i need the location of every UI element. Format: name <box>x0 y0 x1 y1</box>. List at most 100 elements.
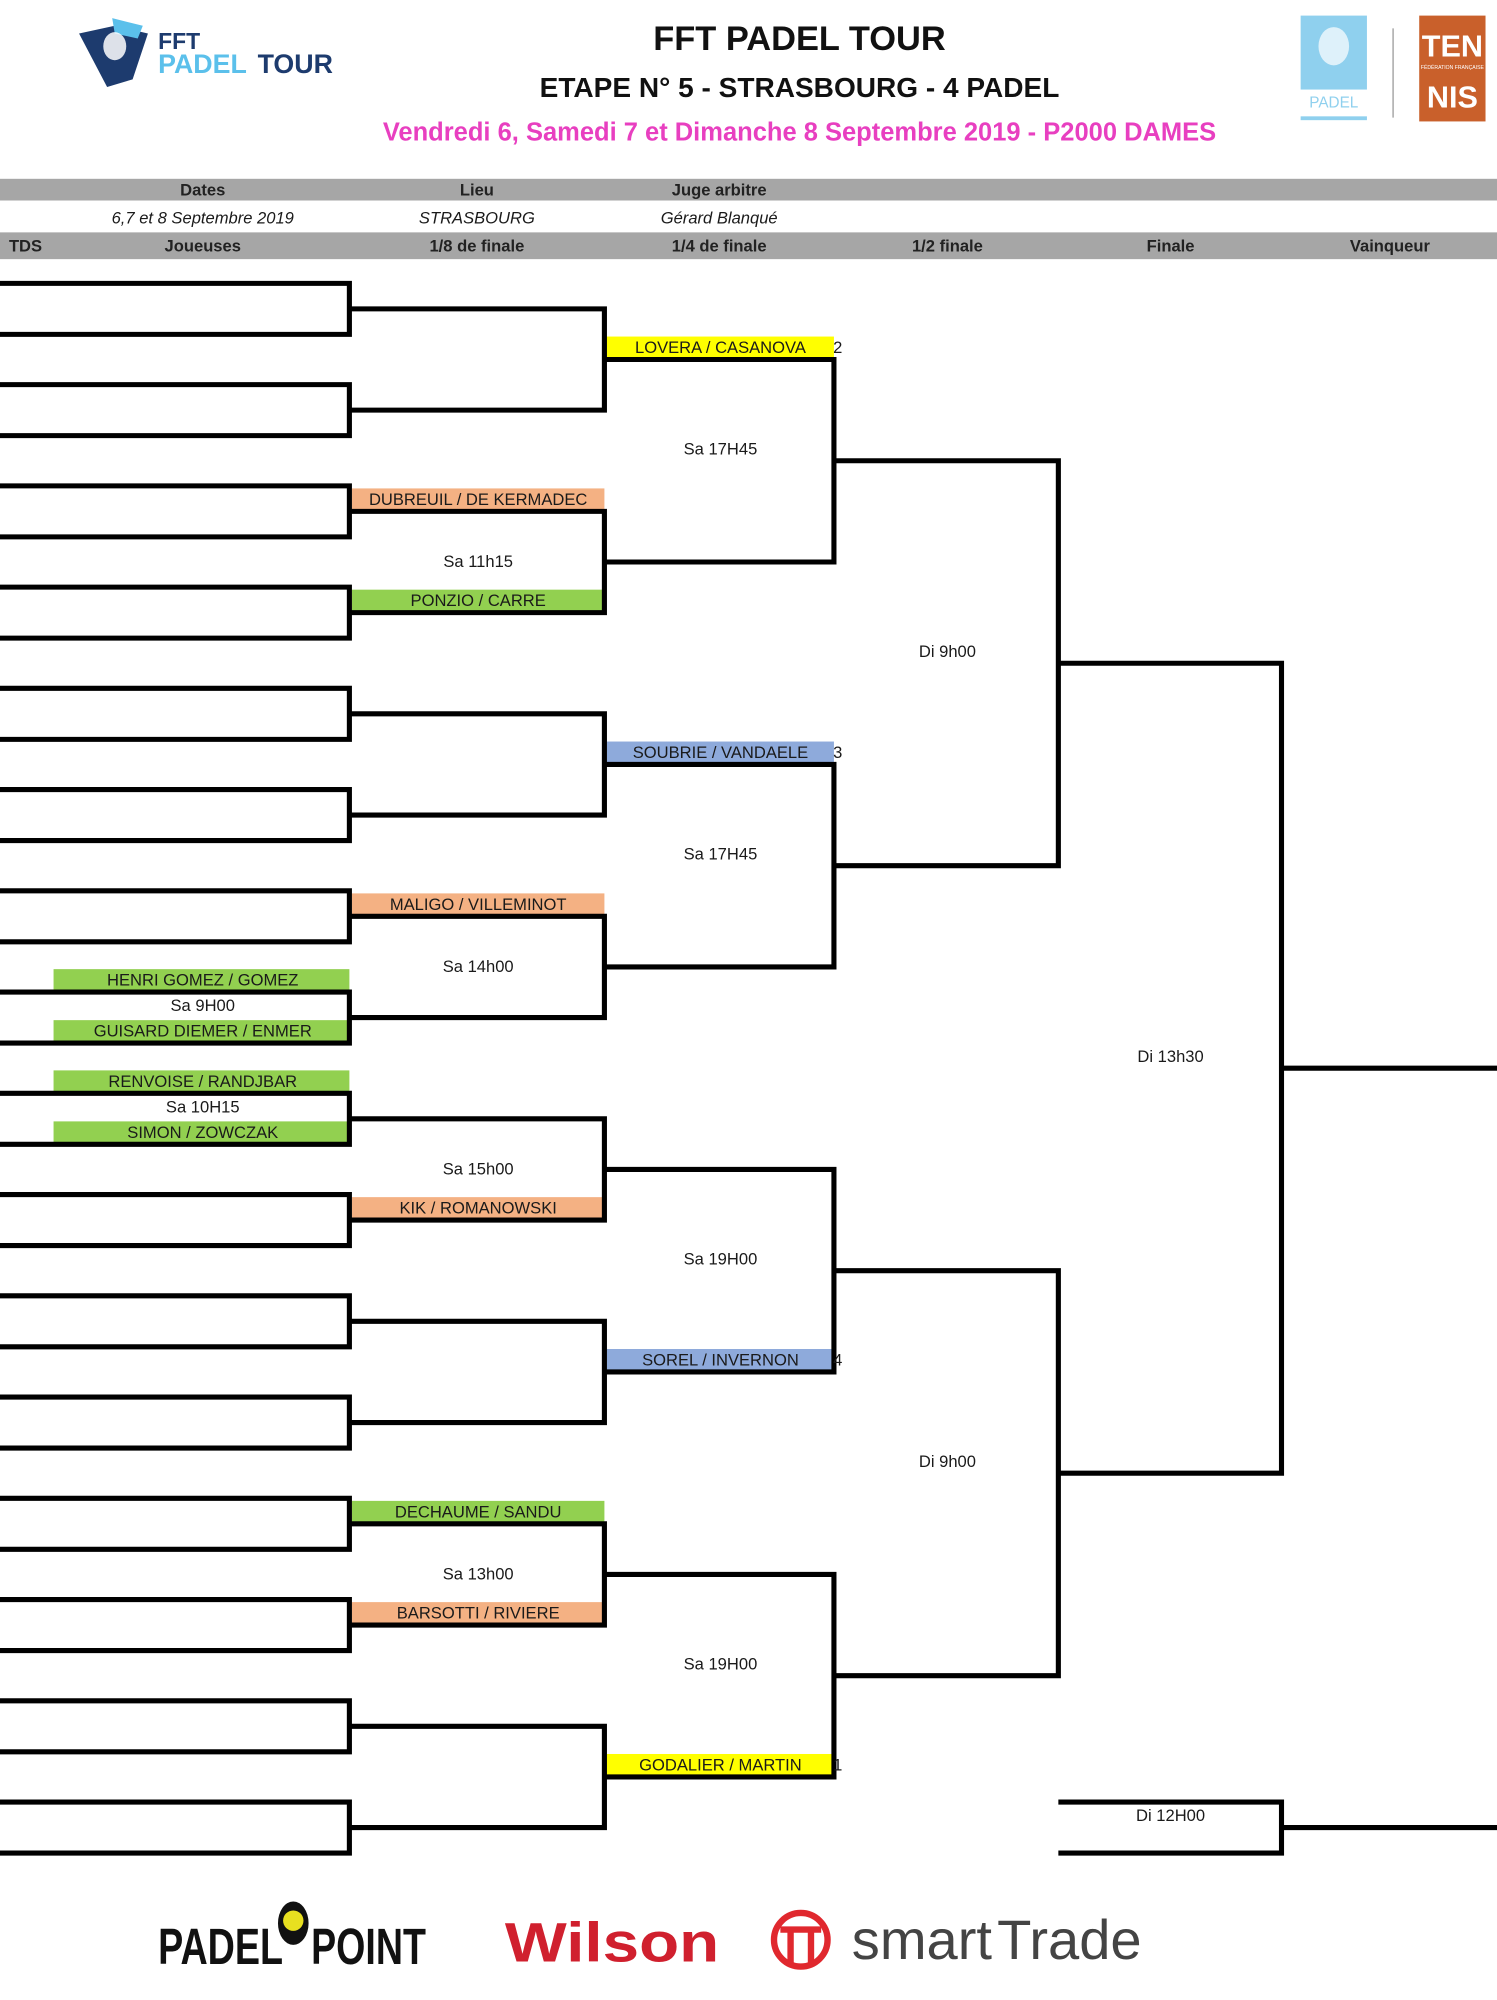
seed-number: 4 <box>833 1351 842 1370</box>
page-title: FFT PADEL TOUR <box>653 20 946 58</box>
wilson-logo: Wilson <box>505 1910 719 1973</box>
match-time: Sa 13h00 <box>443 1565 514 1584</box>
lieu-label: Lieu <box>460 180 494 199</box>
match-time: Di 13h30 <box>1137 1047 1203 1066</box>
match-time: Sa 9H00 <box>171 996 235 1015</box>
semi-final-bracket <box>833 458 1061 869</box>
match-time: Sa 11h15 <box>443 552 513 571</box>
stage-subtitle: ETAPE N° 5 - STRASBOURG - 4 PADEL <box>540 72 1060 103</box>
quarter-final-bracket <box>604 1571 837 1780</box>
info-header-bar <box>0 178 1497 201</box>
col-tds: TDS <box>9 236 42 255</box>
quarter-final-entry-bar <box>606 1349 834 1371</box>
player-slot <box>0 1495 352 1552</box>
padelpoint-logo: PADEL POINT <box>158 1901 426 1975</box>
eighth-final-entry-bar <box>351 1197 605 1219</box>
player-slot <box>0 584 352 641</box>
seed-number: 1 <box>833 1756 842 1775</box>
team-name: DUBREUIL / DE KERMADEC <box>369 490 587 509</box>
lieu-value: STRASBOURG <box>419 208 535 227</box>
match-time: Di 9h00 <box>919 1452 976 1471</box>
col-quarter-finals: 1/4 de finale <box>672 236 767 255</box>
match-time: Di 12H00 <box>1136 1806 1205 1825</box>
player-slot <box>0 1597 352 1654</box>
prelim-entry-bar <box>53 1070 350 1093</box>
final-bracket <box>1058 660 1285 1476</box>
prelim-team: SIMON / ZOWCZAK <box>127 1123 278 1142</box>
player-slot <box>0 382 352 439</box>
dates-value: 6,7 et 8 Septembre 2019 <box>112 208 294 227</box>
player-slot <box>0 685 352 742</box>
quarter-final-bracket <box>604 761 837 970</box>
prelim-team: RENVOISE / RANDJBAR <box>108 1072 297 1091</box>
player-slot <box>0 280 352 337</box>
player-slot <box>0 787 352 844</box>
fft-padel-tour-logo: FFT PADEL TOUR <box>79 18 333 88</box>
eighth-final-entry-bar <box>351 893 605 916</box>
match-time: Sa 14h00 <box>443 957 514 976</box>
svg-text:POINT: POINT <box>311 1918 426 1975</box>
player-slot <box>0 483 352 540</box>
seeded-team-name: LOVERA / CASANOVA <box>635 338 807 357</box>
player-slot <box>0 1799 352 1856</box>
smarttrade-logo: smart Trade <box>770 1908 1142 1971</box>
prelim-entry-bar <box>53 1020 350 1042</box>
svg-text:TOUR: TOUR <box>258 49 333 79</box>
eighth-final-entry-bar <box>351 1500 605 1523</box>
seeded-team-name: SOUBRIE / VANDAELE <box>633 743 809 762</box>
svg-text:FFT: FFT <box>158 28 200 54</box>
match-time: Di 9h00 <box>919 642 976 661</box>
col-final: Finale <box>1147 236 1195 255</box>
team-name: BARSOTTI / RIVIERE <box>397 1604 560 1623</box>
svg-text:PADEL: PADEL <box>158 1918 283 1975</box>
player-slot <box>0 1394 352 1451</box>
quarter-final-entry-bar <box>606 1753 834 1776</box>
dates-label: Dates <box>180 180 225 199</box>
team-name: MALIGO / VILLEMINOT <box>390 895 567 914</box>
juge-label: Juge arbitre <box>672 180 767 199</box>
player-slot <box>0 1698 352 1755</box>
quarter-final-entry-bar <box>606 741 834 764</box>
eighth-final-bracket <box>349 306 607 413</box>
col-winner: Vainqueur <box>1350 236 1431 255</box>
eighth-final-entry-bar <box>351 1602 605 1624</box>
prelim-team: HENRI GOMEZ / GOMEZ <box>107 971 298 990</box>
semi-final-bracket <box>833 1268 1061 1679</box>
team-name: DECHAUME / SANDU <box>395 1502 562 1521</box>
team-name: PONZIO / CARRE <box>411 591 546 610</box>
match-time: Sa 19H00 <box>684 1654 758 1673</box>
eighth-final-entry-bar <box>351 589 605 612</box>
seed-number: 3 <box>833 743 842 762</box>
eighth-final-entry-bar <box>351 488 605 511</box>
third-place-bracket <box>1058 1799 1497 1856</box>
player-slot <box>0 1192 352 1249</box>
match-time: Sa 10H15 <box>166 1097 240 1116</box>
eighth-final-bracket <box>349 1318 607 1426</box>
match-time: Sa 19H00 <box>684 1249 758 1268</box>
prelim-team: GUISARD DIEMER / ENMER <box>94 1022 312 1041</box>
svg-text:PADEL: PADEL <box>1309 94 1358 111</box>
team-name: KIK / ROMANOWSKI <box>399 1199 556 1218</box>
juge-value: Gérard Blanqué <box>661 208 778 227</box>
fft-tennis-logo: TEN FÉDÉRATION FRANÇAISE NIS <box>1419 15 1486 122</box>
match-time: Sa 15h00 <box>443 1160 514 1179</box>
svg-text:smart: smart <box>852 1908 993 1971</box>
player-slot <box>0 1293 352 1350</box>
match-time: Sa 17H45 <box>684 439 758 458</box>
player-slot <box>0 888 352 945</box>
quarter-final-entry-bar <box>606 336 834 359</box>
col-semi-finals: 1/2 finale <box>912 236 983 255</box>
svg-text:NIS: NIS <box>1427 80 1478 114</box>
svg-text:PADEL: PADEL <box>158 49 247 79</box>
event-dates: Vendredi 6, Samedi 7 et Dimanche 8 Septe… <box>383 119 1216 147</box>
prelim-entry-bar <box>53 969 350 991</box>
logo-divider <box>1392 28 1394 118</box>
seeded-team-name: SOREL / INVERNON <box>642 1351 799 1370</box>
seed-number: 2 <box>833 338 842 357</box>
quarter-final-bracket <box>604 1166 837 1375</box>
col-joueuses: Joueuses <box>165 236 241 255</box>
eighth-final-bracket <box>349 1723 607 1831</box>
col-eighth-finals: 1/8 de finale <box>429 236 524 255</box>
quarter-final-bracket <box>604 356 837 565</box>
